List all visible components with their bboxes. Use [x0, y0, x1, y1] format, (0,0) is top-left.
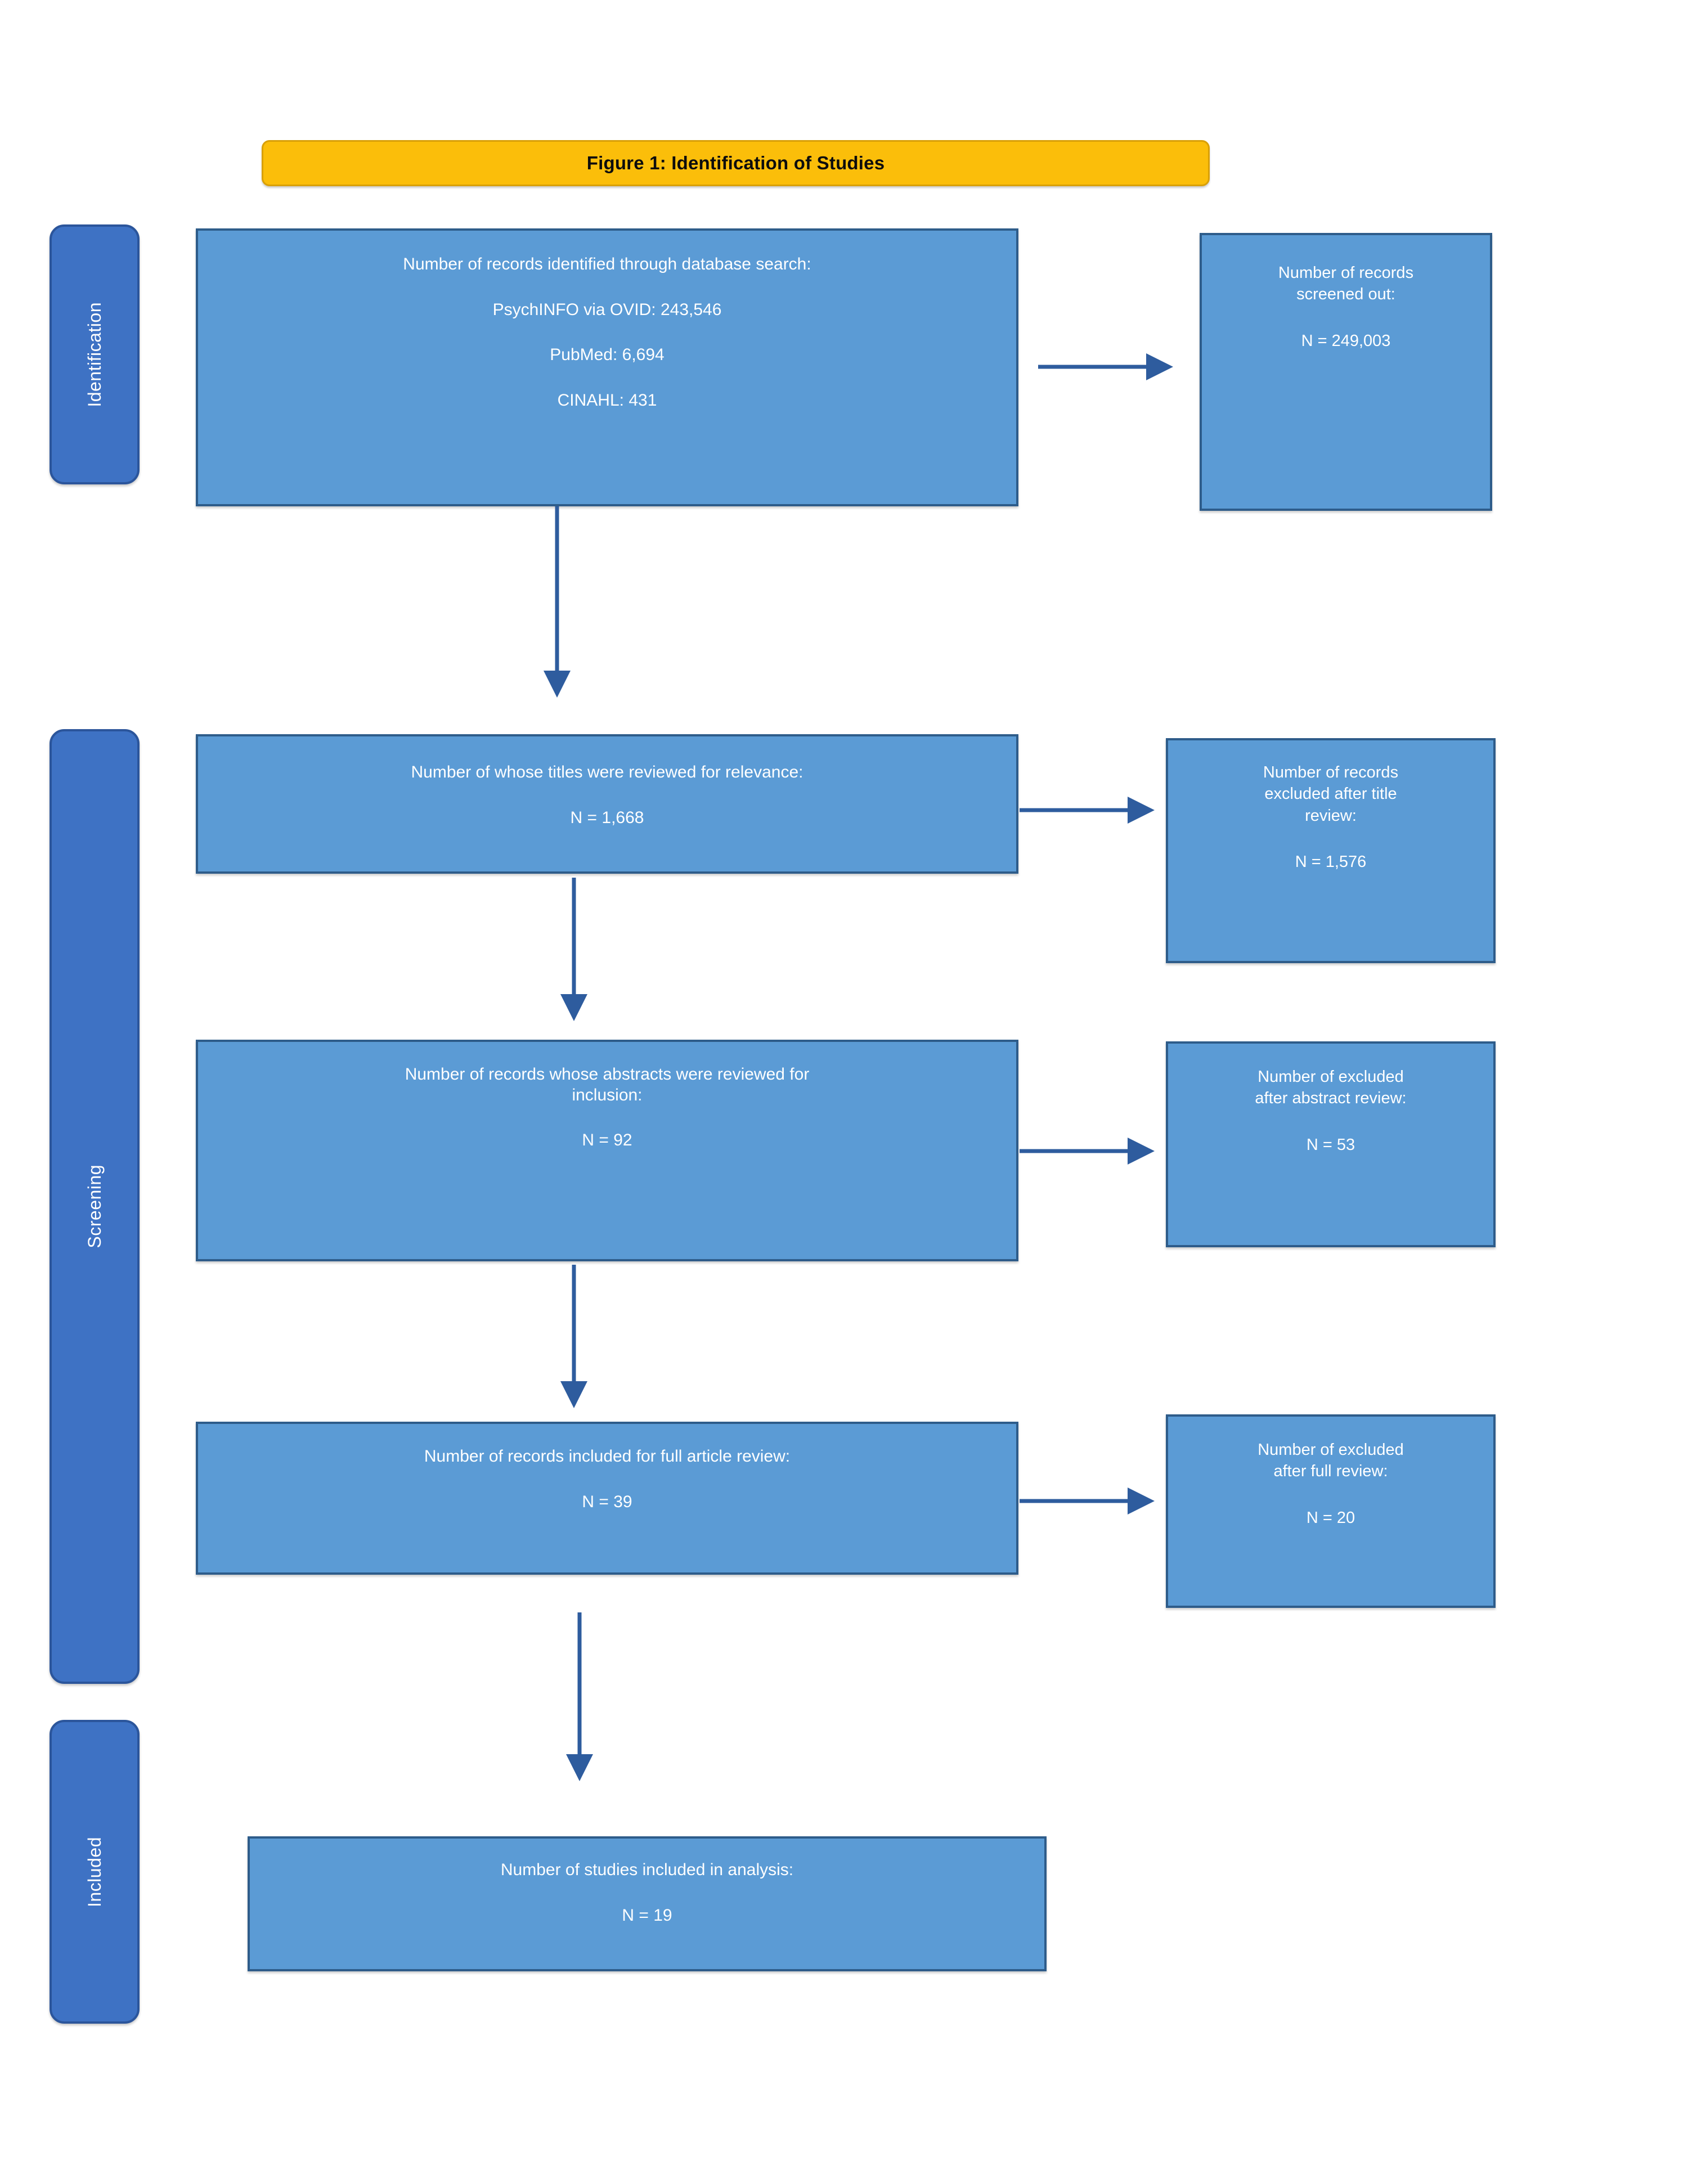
node-heading-line-1: Number of excluded	[1258, 1068, 1404, 1086]
stage-bar-identification: Identification	[50, 224, 140, 484]
node-excluded-after-title: Number of records excluded after title r…	[1166, 738, 1496, 963]
arrow-down-identified-to-titles	[540, 506, 574, 698]
node-excluded-after-full-review: Number of excluded after full review: N …	[1166, 1414, 1496, 1608]
node-count: N = 92	[582, 1131, 632, 1150]
node-source-cinahl: CINAHL: 431	[557, 390, 657, 410]
node-heading: Number of studies included in analysis:	[500, 1861, 794, 1879]
node-count: N = 20	[1306, 1508, 1355, 1527]
arrow-down-abstracts-to-fullreview	[557, 1265, 591, 1408]
node-excluded-after-abstract: Number of excluded after abstract review…	[1166, 1041, 1496, 1247]
node-studies-included: Number of studies included in analysis: …	[248, 1836, 1047, 1971]
node-records-screened-out: Number of records screened out: N = 249,…	[1200, 233, 1492, 511]
node-count: N = 19	[622, 1906, 672, 1925]
stage-bar-screening: Screening	[50, 729, 140, 1684]
arrow-right-titles-to-excluded-title	[1020, 793, 1155, 827]
node-heading-line-2: screened out:	[1296, 285, 1395, 304]
arrow-right-identified-to-screened-out	[1038, 350, 1173, 384]
page-title: Figure 1: Identification of Studies	[586, 152, 885, 173]
node-heading-line-1: Number of excluded	[1258, 1441, 1404, 1459]
node-count: N = 39	[582, 1492, 632, 1511]
node-source-psychinfo: PsychINFO via OVID: 243,546	[492, 300, 722, 319]
node-source-pubmed: PubMed: 6,694	[550, 345, 665, 365]
figure-title-banner: Figure 1: Identification of Studies	[262, 140, 1210, 186]
node-heading-line-3: review:	[1305, 806, 1357, 825]
node-full-article-review: Number of records included for full arti…	[196, 1422, 1018, 1575]
node-heading-line-1: Number of records whose abstracts were r…	[405, 1065, 810, 1084]
node-heading-line-2: after abstract review:	[1255, 1089, 1407, 1108]
stage-label-included: Included	[84, 1836, 105, 1907]
node-abstracts-reviewed: Number of records whose abstracts were r…	[196, 1040, 1018, 1261]
node-heading-line-2: after full review:	[1273, 1462, 1388, 1481]
node-records-identified: Number of records identified through dat…	[196, 228, 1018, 506]
stage-label-identification: Identification	[84, 302, 105, 407]
node-heading: Number of records identified through dat…	[403, 255, 811, 273]
node-heading: Number of whose titles were reviewed for…	[411, 763, 803, 781]
arrow-down-titles-to-abstracts	[557, 878, 591, 1021]
node-count: N = 1,576	[1295, 852, 1367, 871]
arrow-right-abstracts-to-excluded-abstract	[1020, 1134, 1155, 1168]
stage-label-screening: Screening	[84, 1165, 105, 1248]
node-count: N = 249,003	[1301, 331, 1391, 350]
node-count: N = 1,668	[570, 808, 644, 827]
node-heading-line-1: Number of records	[1263, 763, 1399, 781]
node-heading-line-1: Number of records	[1278, 264, 1414, 282]
arrow-right-fullreview-to-excluded-full	[1020, 1484, 1155, 1518]
node-heading: Number of records included for full arti…	[424, 1447, 791, 1466]
node-heading-line-2: inclusion:	[572, 1085, 643, 1104]
stage-bar-included: Included	[50, 1720, 140, 2024]
node-heading-line-2: excluded after title	[1264, 785, 1397, 803]
node-titles-reviewed: Number of whose titles were reviewed for…	[196, 734, 1018, 874]
arrow-down-fullreview-to-included	[563, 1612, 596, 1781]
node-count: N = 53	[1306, 1135, 1355, 1154]
